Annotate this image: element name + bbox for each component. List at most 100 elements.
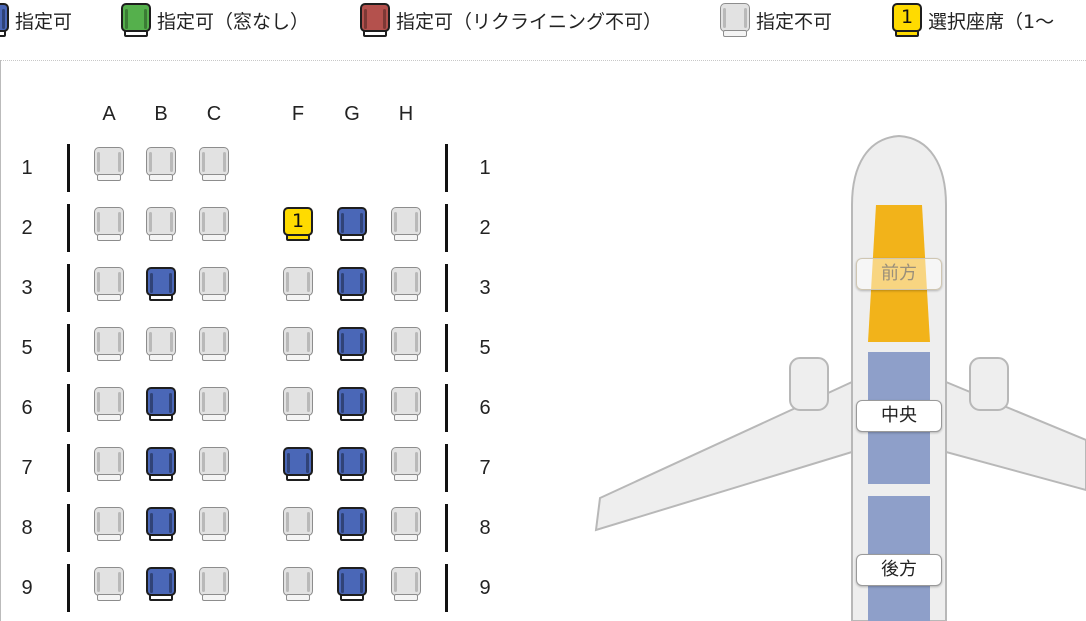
cabin-wall-left xyxy=(67,324,70,372)
row-label-right: 1 xyxy=(479,157,491,179)
cabin-wall-right xyxy=(445,324,448,372)
cabin-wall-left xyxy=(67,504,70,552)
legend-label: 選択座席（1〜 xyxy=(928,10,1055,33)
row-label-left: 6 xyxy=(21,397,33,419)
seat-8a xyxy=(91,507,127,541)
seat-9h xyxy=(388,567,424,601)
seat-8h xyxy=(388,507,424,541)
seat-3b[interactable] xyxy=(143,267,179,301)
seat-5a xyxy=(91,327,127,361)
seat-3c xyxy=(196,267,232,301)
row-label-right: 8 xyxy=(479,517,491,539)
seat-9c xyxy=(196,567,232,601)
seat-2g[interactable] xyxy=(334,207,370,241)
seat-7h xyxy=(388,447,424,481)
seat-3g[interactable] xyxy=(334,267,370,301)
cabin-wall-right xyxy=(445,444,448,492)
row-label-right: 2 xyxy=(479,217,491,239)
row-label-left: 2 xyxy=(21,217,33,239)
legend-item-available: 指定可 xyxy=(0,3,72,37)
seat-6c xyxy=(196,387,232,421)
seat-6b[interactable] xyxy=(143,387,179,421)
cabin-wall-right xyxy=(445,264,448,312)
legend-label: 指定可（リクライニング不可） xyxy=(396,10,663,33)
seat-5c xyxy=(196,327,232,361)
row-label-left: 7 xyxy=(21,457,33,479)
seat-7a xyxy=(91,447,127,481)
seat-1a xyxy=(91,147,127,181)
airplane-silhouette-icon xyxy=(594,134,1086,621)
seat-9g[interactable] xyxy=(334,567,370,601)
seat-legend: 指定可 指定可（窓なし） 指定可（リクライニング不可） 指定不可 1 選択座席（… xyxy=(0,0,1086,40)
row-label-right: 3 xyxy=(479,277,491,299)
seat-3f xyxy=(280,267,316,301)
column-label-g: G xyxy=(344,103,360,125)
row-label-right: 5 xyxy=(479,337,491,359)
cabin-wall-right xyxy=(445,504,448,552)
seat-7g[interactable] xyxy=(334,447,370,481)
seat-2c xyxy=(196,207,232,241)
seat-6g[interactable] xyxy=(334,387,370,421)
seat-8b[interactable] xyxy=(143,507,179,541)
legend-item-no-window: 指定可（窓なし） xyxy=(118,3,309,37)
row-label-left: 1 xyxy=(21,157,33,179)
seat-7b[interactable] xyxy=(143,447,179,481)
seat-6a xyxy=(91,387,127,421)
seat-no-recline-icon xyxy=(357,3,393,37)
cabin-wall-left xyxy=(67,264,70,312)
seat-5g[interactable] xyxy=(334,327,370,361)
legend-item-unavailable: 指定不可 xyxy=(717,3,832,37)
cabin-wall-left xyxy=(67,564,70,612)
seat-no-window-icon xyxy=(118,3,154,37)
cabin-wall-left xyxy=(67,384,70,432)
seat-8c xyxy=(196,507,232,541)
legend-item-no-recline: 指定可（リクライニング不可） xyxy=(357,3,662,37)
seat-2b xyxy=(143,207,179,241)
panel-left-border xyxy=(0,60,1,621)
seat-6h xyxy=(388,387,424,421)
seat-selected-number: 1 xyxy=(900,6,914,28)
cabin-wall-left xyxy=(67,144,70,192)
column-label-f: F xyxy=(291,103,305,125)
seat-6f xyxy=(280,387,316,421)
legend-label: 指定可（窓なし） xyxy=(157,10,310,33)
selected-seat-number: 1 xyxy=(291,210,305,232)
airplane-overview: 前方 中央 後方 xyxy=(590,130,1086,621)
zone-front-button[interactable]: 前方 xyxy=(856,258,942,290)
seat-5b xyxy=(143,327,179,361)
seat-2a xyxy=(91,207,127,241)
zone-front-area[interactable] xyxy=(868,205,930,342)
zone-rear-button[interactable]: 後方 xyxy=(856,554,942,586)
seat-9f xyxy=(280,567,316,601)
row-label-left: 5 xyxy=(21,337,33,359)
seat-1c xyxy=(196,147,232,181)
row-label-right: 7 xyxy=(479,457,491,479)
cabin-wall-left xyxy=(67,204,70,252)
seat-7f[interactable] xyxy=(280,447,316,481)
row-label-right: 6 xyxy=(479,397,491,419)
legend-divider xyxy=(0,60,1086,61)
cabin-wall-right xyxy=(445,204,448,252)
seat-2f[interactable]: 1 xyxy=(280,207,316,241)
row-label-left: 9 xyxy=(21,577,33,599)
seat-9b[interactable] xyxy=(143,567,179,601)
seat-8f xyxy=(280,507,316,541)
seat-3h xyxy=(388,267,424,301)
cabin-wall-left xyxy=(67,444,70,492)
seat-3a xyxy=(91,267,127,301)
seat-8g[interactable] xyxy=(334,507,370,541)
seat-2h xyxy=(388,207,424,241)
zone-middle-button[interactable]: 中央 xyxy=(856,400,942,432)
seat-9a xyxy=(91,567,127,601)
cabin-wall-right xyxy=(445,144,448,192)
column-label-b: B xyxy=(154,103,168,125)
cabin-wall-right xyxy=(445,384,448,432)
cabin-wall-right xyxy=(445,564,448,612)
legend-label: 指定不可 xyxy=(756,10,833,33)
seat-1b xyxy=(143,147,179,181)
row-label-left: 8 xyxy=(21,517,33,539)
column-label-a: A xyxy=(102,103,116,125)
legend-item-selected: 1 選択座席（1〜 xyxy=(889,3,1054,37)
column-label-h: H xyxy=(398,103,414,125)
seat-5f xyxy=(280,327,316,361)
